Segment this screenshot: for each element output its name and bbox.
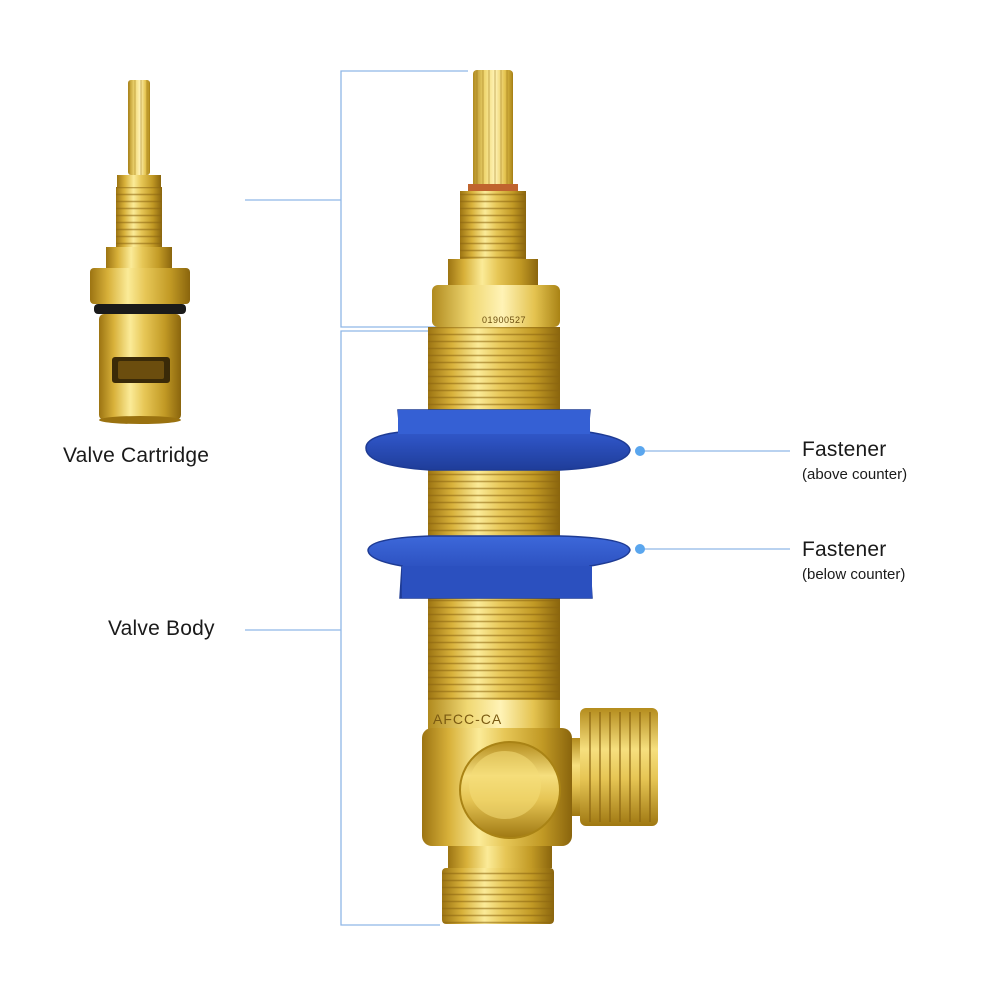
cartridge-bracket <box>340 70 468 328</box>
fastener-below-label: Fastener <box>802 538 887 561</box>
callout-lines <box>245 70 790 926</box>
body-code-engraving: AFCC-CA <box>433 711 502 727</box>
fastener-above-label: Fastener <box>802 438 887 461</box>
fastener-below-sublabel: (below counter) <box>802 566 906 583</box>
cartridge-code-engraving: 01900527 <box>482 315 526 325</box>
fastener-below-dot-icon <box>635 544 645 554</box>
fastener-below-image <box>367 535 631 599</box>
valve-cartridge-image <box>90 80 190 424</box>
fastener-above-sublabel: (above counter) <box>802 466 908 483</box>
fastener-above-dot-icon <box>635 446 645 456</box>
valve-cartridge-label: Valve Cartridge <box>63 444 210 467</box>
body-bracket <box>340 330 468 926</box>
valve-body-image <box>365 70 658 924</box>
fastener-above-image <box>365 409 631 471</box>
valve-body-label: Valve Body <box>108 617 215 640</box>
